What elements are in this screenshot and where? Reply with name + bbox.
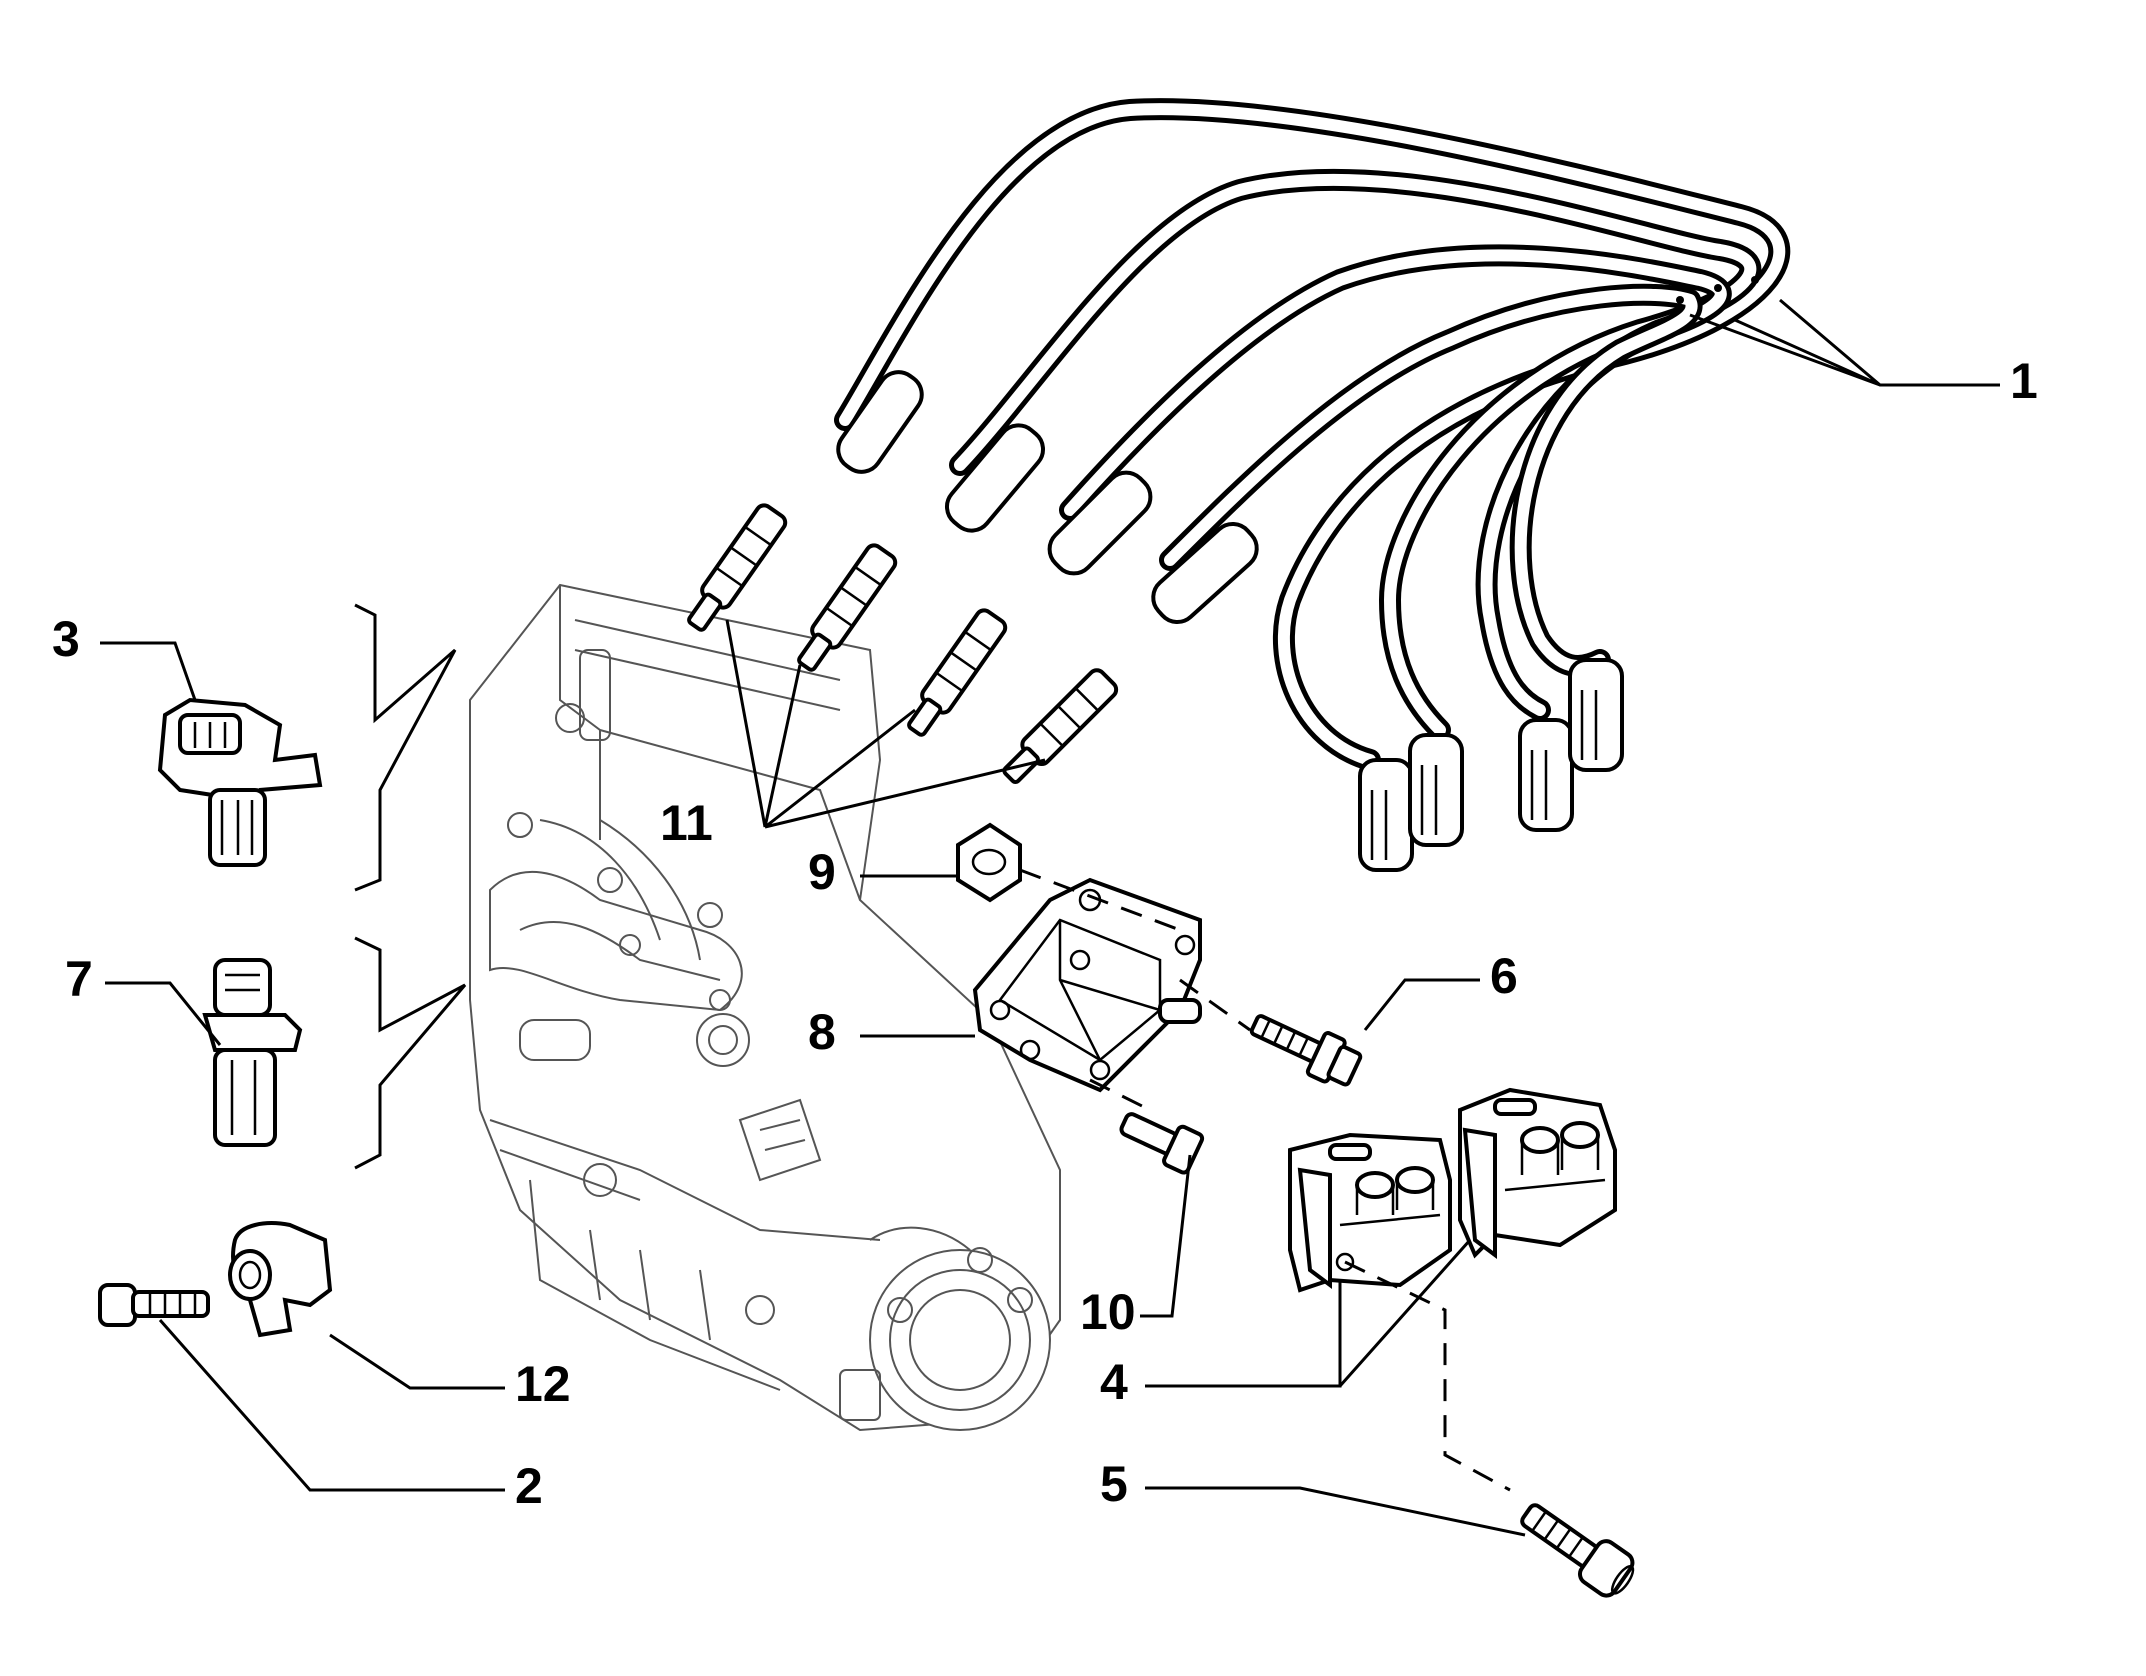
group-braces <box>354 603 467 1170</box>
callout-6: 6 <box>1490 948 1518 1004</box>
callout-5: 5 <box>1100 1456 1128 1512</box>
spark-plugs <box>687 503 1119 784</box>
camshaft-sensor <box>157 697 323 867</box>
callout-11: 11 <box>660 795 713 851</box>
spark-plug-wire-set <box>834 98 1791 872</box>
callout-9: 9 <box>808 844 836 900</box>
callout-3: 3 <box>52 611 80 667</box>
callout-10: 10 <box>1080 1284 1136 1340</box>
callout-labels: 1 2 3 4 5 6 7 8 9 10 11 12 <box>52 353 2038 1514</box>
assembly-lines <box>1019 868 1511 1492</box>
engine-block <box>469 583 1061 1432</box>
callout-7: 7 <box>65 951 93 1007</box>
crankshaft-sensor <box>202 958 303 1147</box>
screw <box>1520 1503 1635 1598</box>
nut <box>956 822 1022 903</box>
callout-12: 12 <box>515 1356 571 1412</box>
callout-4: 4 <box>1100 1354 1128 1410</box>
flange-bolt <box>1249 1014 1363 1087</box>
callout-8: 8 <box>808 1004 836 1060</box>
ignition-coils <box>1288 1087 1617 1293</box>
callout-2: 2 <box>515 1458 543 1514</box>
callout-1: 1 <box>2010 353 2038 409</box>
leader-lines <box>100 298 2000 1537</box>
hex-bolt <box>1119 1112 1205 1175</box>
knock-sensor <box>228 1221 333 1338</box>
sensor-bolt <box>98 1283 210 1327</box>
